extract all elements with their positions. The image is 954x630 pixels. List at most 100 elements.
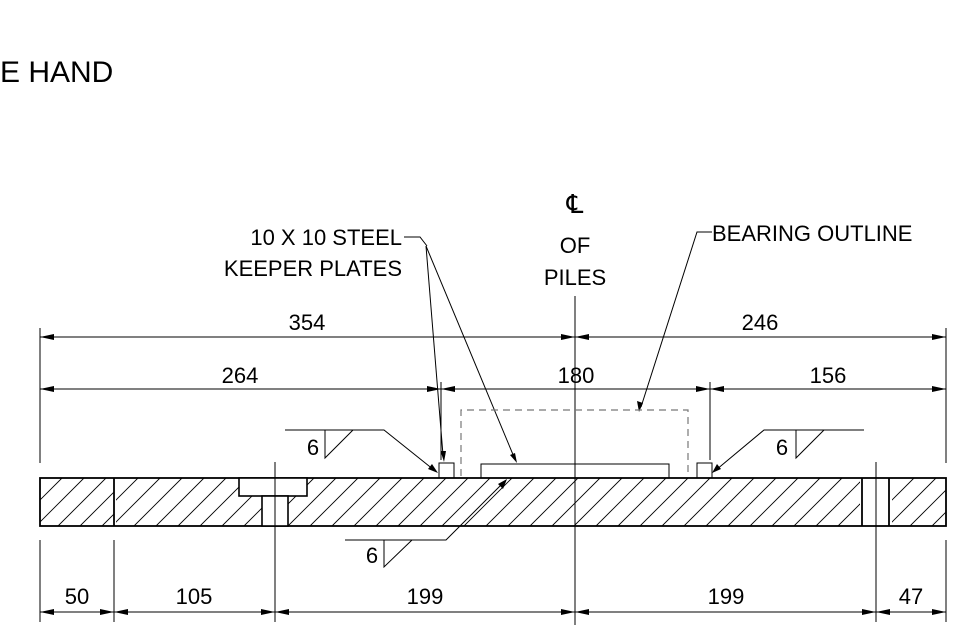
bolt-counterbore xyxy=(238,477,308,497)
dim-bot-199-right: 199 xyxy=(708,584,745,609)
weld-left-size: 6 xyxy=(307,435,319,460)
dim-bot-47: 47 xyxy=(899,584,923,609)
dim-bot-50: 50 xyxy=(65,584,89,609)
dim-mid-arrow-1 xyxy=(40,386,54,392)
weld-bottom-symbol xyxy=(383,539,413,569)
weld-right-symbol xyxy=(795,429,825,460)
dim-bot-arrow-9 xyxy=(876,609,890,615)
hatch-line xyxy=(331,478,381,526)
hatch-line xyxy=(683,478,733,526)
dim-top-left: 354 xyxy=(289,310,326,335)
hatch-line xyxy=(904,478,952,526)
dim-bot-105: 105 xyxy=(176,584,213,609)
dim-bot-arrow-6 xyxy=(561,609,575,615)
bearing-arrowhead xyxy=(637,401,643,412)
dim-mid-arrow-5 xyxy=(710,386,724,392)
hatch-line xyxy=(771,478,821,526)
centerline-label-of: OF xyxy=(560,233,591,258)
hatch-line xyxy=(116,478,161,523)
keeper-plate-right xyxy=(696,462,713,479)
bearing-outline xyxy=(460,409,689,476)
hatch-line xyxy=(617,478,667,526)
hatch-line xyxy=(419,478,469,526)
dim-top-arrow-4 xyxy=(932,334,946,340)
dim-bot-arrow-2 xyxy=(100,609,114,615)
hatch-line xyxy=(639,478,689,526)
keeper-callout-line2: KEEPER PLATES xyxy=(224,256,402,281)
hatch-line xyxy=(40,478,41,479)
keeper-leader-arrow-1 xyxy=(425,245,444,456)
hatch-line xyxy=(595,478,645,526)
dim-mid-right: 156 xyxy=(810,363,847,388)
hatch-line xyxy=(909,489,946,526)
dim-bot-arrow-1 xyxy=(40,609,54,615)
drawing-title: E HAND xyxy=(0,56,113,89)
plate-hatch-a xyxy=(40,478,114,526)
hatch-line xyxy=(551,478,601,526)
dim-top-right: 246 xyxy=(742,310,779,335)
hatch-line xyxy=(705,478,755,526)
dim-mid-arrow-4 xyxy=(696,386,710,392)
centerline-symbol: ℄ xyxy=(566,189,584,219)
keeper-callout-leader xyxy=(404,236,428,247)
dim-mid-arrow-2 xyxy=(427,386,441,392)
dim-top-arrow-1 xyxy=(40,334,54,340)
weld-bottom-arrowhead xyxy=(498,479,507,489)
weld-right-leader xyxy=(715,429,864,471)
dim-top-arrow-3 xyxy=(575,334,589,340)
keeper-plate-left xyxy=(438,462,455,479)
hatch-line xyxy=(573,478,623,526)
dim-bot-arrow-10 xyxy=(932,609,946,615)
bearing-callout: BEARING OUTLINE xyxy=(712,221,912,246)
hatch-line xyxy=(931,511,946,526)
hatch-line xyxy=(837,503,860,526)
hatch-line xyxy=(661,478,711,526)
dim-bot-arrow-4 xyxy=(261,609,275,615)
weld-left-symbol xyxy=(324,429,354,460)
weld-left-leader xyxy=(285,429,435,471)
hatch-line xyxy=(529,478,579,526)
keeper-leader-arrow-2 xyxy=(425,245,515,458)
hatch-line xyxy=(892,478,893,479)
dim-bot-arrow-8 xyxy=(862,609,876,615)
hatch-line xyxy=(57,478,107,526)
centerline-label-piles: PILES xyxy=(544,265,606,290)
hatch-line xyxy=(79,491,114,526)
hatch-line xyxy=(116,478,139,501)
hatch-line xyxy=(397,478,447,526)
hatch-line xyxy=(727,478,777,526)
dim-bot-arrow-3 xyxy=(114,609,128,615)
dim-top-arrow-2 xyxy=(561,334,575,340)
plate-hatch-b xyxy=(116,478,952,526)
keeper-arrowhead-2 xyxy=(510,453,517,463)
hatch-line xyxy=(40,478,63,501)
hatch-line xyxy=(892,478,915,501)
hatch-line xyxy=(441,478,491,526)
hatch-line xyxy=(793,478,843,526)
keeper-callout-line1: 10 X 10 STEEL xyxy=(250,225,402,250)
weld-left-arrowhead xyxy=(428,464,438,473)
hatch-line xyxy=(40,478,85,523)
dim-bot-arrow-5 xyxy=(275,609,289,615)
hatch-line xyxy=(507,478,557,526)
hatch-line xyxy=(485,478,535,526)
weld-bottom-leader xyxy=(345,482,504,541)
dim-mid-left: 264 xyxy=(222,363,259,388)
main-plate xyxy=(39,477,947,527)
hatch-line xyxy=(133,478,183,526)
hatch-line xyxy=(155,478,205,526)
hatch-line xyxy=(375,478,425,526)
hatch-line xyxy=(287,478,337,526)
weld-right-arrowhead xyxy=(712,464,721,473)
plate-hatch-c xyxy=(892,478,946,526)
hatch-line xyxy=(892,478,937,523)
hatch-line xyxy=(859,525,860,526)
dim-mid-arrow-6 xyxy=(932,386,946,392)
bearing-callout-leader xyxy=(640,231,712,408)
hatch-line xyxy=(177,478,227,526)
weld-bottom-size: 6 xyxy=(366,543,378,568)
hatch-line xyxy=(101,513,114,526)
keeper-arrowhead-1 xyxy=(440,451,446,462)
hatch-line xyxy=(309,478,359,526)
